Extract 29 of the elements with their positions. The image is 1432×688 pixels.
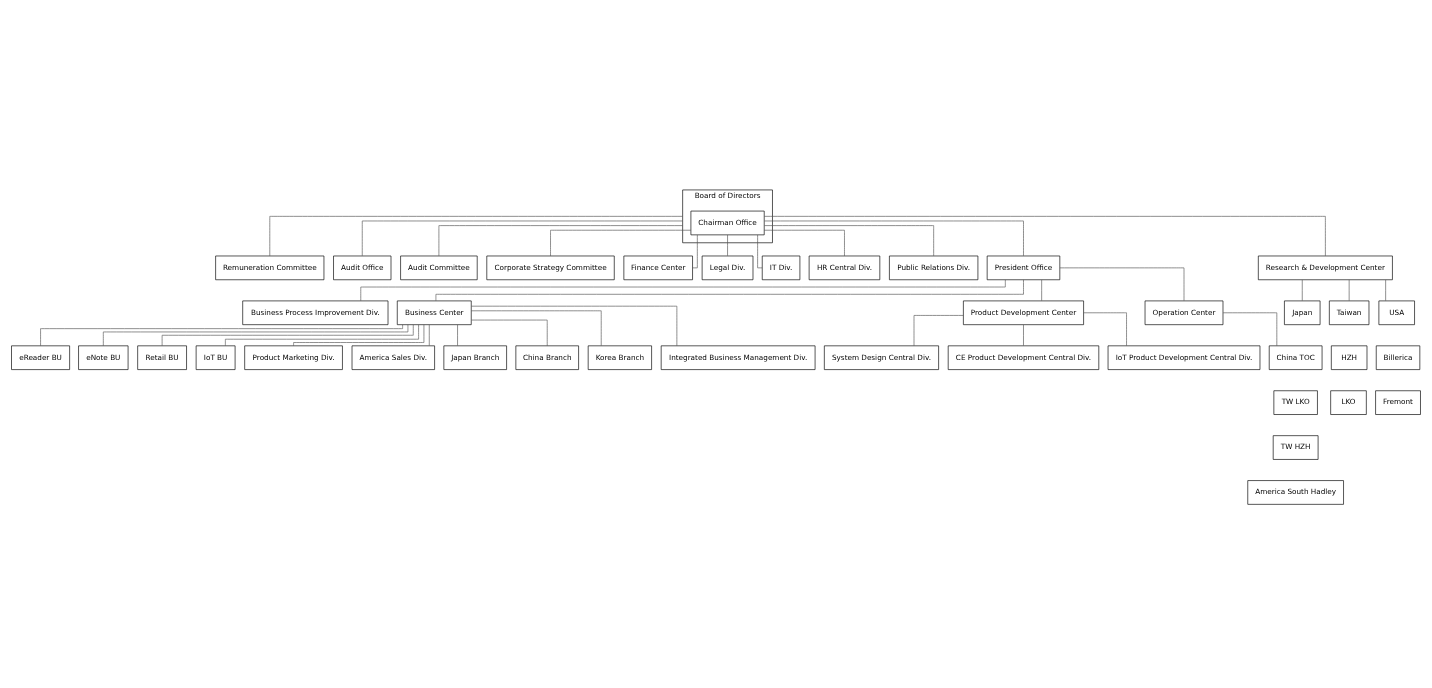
connector — [913, 314, 964, 346]
connector — [1023, 324, 1024, 346]
connector — [1041, 279, 1042, 301]
connector — [103, 324, 409, 346]
connector — [293, 323, 425, 346]
connector — [161, 324, 414, 346]
connector — [1059, 267, 1185, 301]
connector — [1301, 279, 1303, 301]
connector — [361, 220, 683, 256]
connector — [471, 305, 678, 346]
connector — [763, 215, 1326, 256]
connector — [1222, 311, 1278, 346]
connector — [692, 234, 698, 268]
connector — [225, 323, 419, 346]
connector — [1083, 311, 1127, 346]
connector — [763, 229, 845, 256]
connector — [727, 234, 728, 256]
connector — [764, 224, 934, 256]
connector — [1385, 279, 1386, 301]
connector — [1348, 279, 1350, 301]
connector — [471, 310, 602, 346]
connector — [438, 224, 683, 256]
connector — [428, 324, 430, 346]
connector — [550, 229, 692, 256]
connector — [457, 324, 458, 346]
connector — [269, 215, 683, 256]
connector — [764, 220, 1024, 256]
connector — [757, 234, 763, 268]
connector — [471, 319, 548, 346]
